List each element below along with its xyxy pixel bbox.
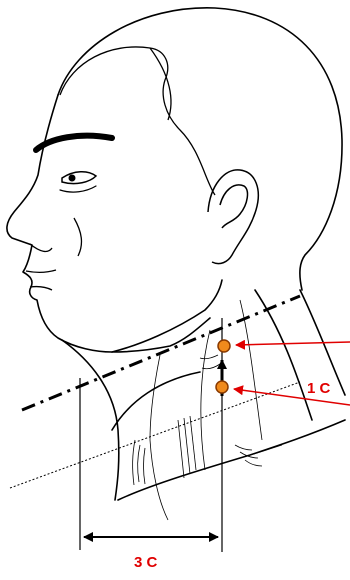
eyebrow xyxy=(36,136,112,150)
upper-pointer-arrow xyxy=(236,342,350,345)
neck-muscle-hatching xyxy=(133,300,282,520)
head-profile-outline xyxy=(7,8,345,500)
lower-distance-label: 3 C xyxy=(134,554,158,571)
upper-point-marker xyxy=(218,340,230,352)
lower-point-marker xyxy=(216,381,228,393)
upper-distance-label: 1 C xyxy=(307,380,331,397)
eye-pupil xyxy=(69,175,76,182)
lower-pointer-arrow xyxy=(234,389,350,405)
mouth-details xyxy=(26,218,81,290)
eye-lid xyxy=(62,172,96,184)
ear-outline xyxy=(208,170,258,264)
eye-region xyxy=(36,136,112,192)
